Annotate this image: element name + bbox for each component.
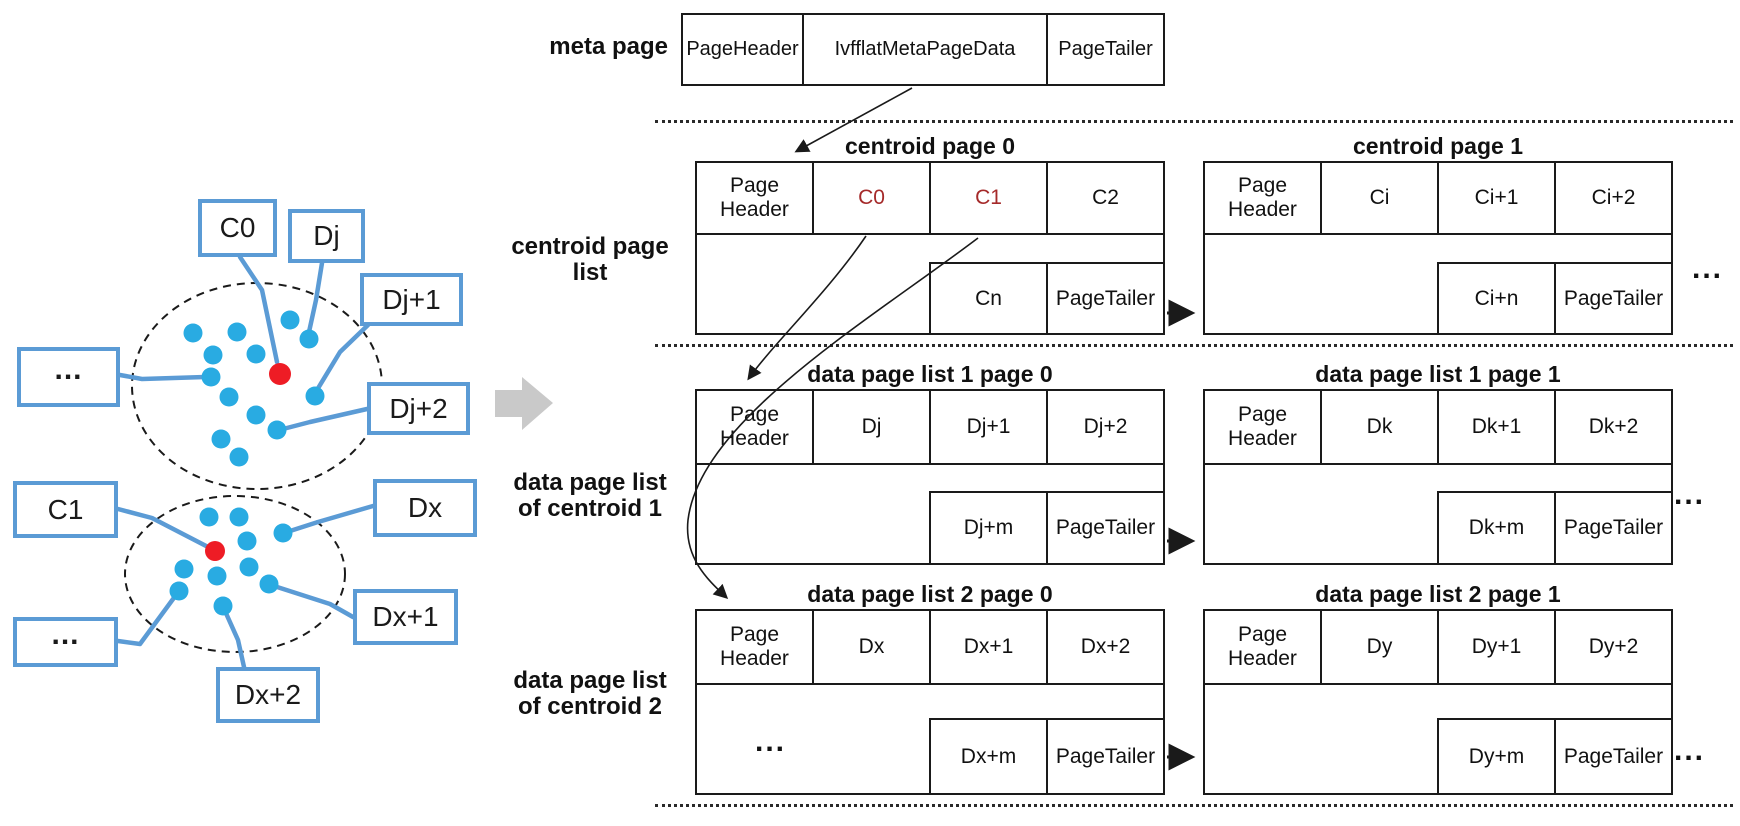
table-cell: PageTailer — [1046, 491, 1163, 563]
cluster2-point-label: Dx+1 — [372, 601, 439, 632]
cluster2-point-label-box-dx: Dx — [373, 479, 477, 537]
more-tuples-ellipsis: ... — [755, 725, 787, 758]
table-cell: Page Header — [697, 163, 814, 233]
ellipsis-label: ... — [51, 618, 80, 651]
cluster2-point-label-box-dx2: Dx+2 — [216, 667, 320, 723]
cluster-1-centroid-point — [269, 363, 291, 385]
row-label-line: data page list — [513, 667, 667, 694]
cluster1-point-label: Dj+1 — [382, 283, 441, 315]
data-page-list-2-page-0: data page list 2 page 0 Page Header Dx D… — [695, 582, 1165, 795]
cluster1-point-label-box-dj: Dj — [288, 209, 365, 263]
table-cell: Dk — [1322, 391, 1439, 463]
cluster1-point-label: Dj+2 — [389, 392, 448, 424]
cluster1-centroid-label-box: C0 — [198, 199, 277, 257]
table-cell: Dk+1 — [1439, 391, 1556, 463]
cluster2-more-label-box: ... — [13, 617, 118, 667]
table-cell: Ci+n — [1437, 262, 1554, 333]
table-cell: C2 — [1092, 185, 1119, 209]
meta-cell-metapagedata: IvfflatMetaPageData — [804, 15, 1048, 84]
table-cell-highlight: C1 — [931, 163, 1048, 233]
cluster1-centroid-label: C0 — [219, 212, 256, 243]
cluster1-more-label-box: ... — [17, 347, 120, 407]
table-cell: Page Header — [1205, 391, 1322, 463]
table-cell: Dk+m — [1437, 491, 1554, 563]
table-cell: Page Header — [697, 611, 814, 683]
table-cell: Dy+2 — [1588, 634, 1639, 658]
meta-cell-pagetailer: PageTailer — [1058, 38, 1153, 60]
table-cell: PageTailer — [1554, 718, 1671, 793]
page-title: centroid page 0 — [845, 133, 1015, 159]
table-cell: PageTailer — [1554, 262, 1671, 333]
table-cell: Dj — [814, 391, 931, 463]
dotted-separator-top — [655, 120, 1733, 123]
table-cell: Ci — [1322, 163, 1439, 233]
data-page-list-1-page-1: data page list 1 page 1 Page Header Dk D… — [1203, 362, 1673, 565]
data-page-list-2-page-1: data page list 2 page 1 Page Header Dy D… — [1203, 582, 1673, 795]
cluster-2-data-points — [169, 507, 293, 616]
row-label-data-page-list-2: data page list of centroid 2 — [500, 668, 680, 720]
table-cell-highlight: C0 — [814, 163, 931, 233]
cluster-1-boundary-ellipse — [131, 282, 383, 490]
cluster1-point-label: Dj — [313, 220, 340, 251]
cluster-1-data-points — [183, 310, 325, 467]
row-label-centroid-page-list: centroid page list — [500, 234, 680, 286]
table-cell: Dj+2 — [1083, 414, 1128, 438]
table-cell: Page Header — [697, 391, 814, 463]
table-cell: Page Header — [1205, 611, 1322, 683]
row-label-line: of centroid 2 — [517, 693, 662, 720]
cluster1-point-label-box-dj2: Dj+2 — [367, 382, 470, 435]
meta-page-row-label: meta page — [549, 33, 668, 60]
row-label-line: of centroid 1 — [517, 495, 662, 522]
cluster-2-boundary-ellipse — [124, 495, 346, 653]
cluster2-centroid-label: C1 — [47, 493, 84, 525]
next-page-arrows — [1167, 299, 1196, 771]
meta-cell-pageheader: PageHeader — [683, 15, 804, 84]
dotted-separator-middle — [655, 344, 1733, 347]
cluster2-point-label-box-dx1: Dx+1 — [353, 589, 458, 645]
cluster2-point-label: Dx+2 — [234, 679, 302, 710]
table-cell: PageTailer — [1046, 262, 1163, 333]
table-cell: Dy+m — [1437, 718, 1554, 793]
table-cell: Ci+2 — [1591, 185, 1636, 209]
table-cell: PageTailer — [1046, 718, 1163, 793]
cluster-2-centroid-point — [205, 541, 225, 561]
table-cell: Dx+1 — [931, 611, 1048, 683]
table-cell: Dk+2 — [1588, 414, 1639, 438]
cluster2-centroid-label-box: C1 — [13, 481, 118, 538]
table-cell: Cn — [929, 262, 1046, 333]
table-cell: Dy+1 — [1439, 611, 1556, 683]
row-label-line: data page list — [513, 469, 667, 496]
page-title: data page list 1 page 0 — [807, 361, 1053, 387]
dotted-separator-bottom — [655, 804, 1733, 807]
more-pages-ellipsis: ... — [1674, 734, 1706, 767]
centroid-page-1: centroid page 1 Page Header Ci Ci+1 Ci+2… — [1203, 134, 1673, 335]
table-cell: Dx+2 — [1080, 634, 1131, 658]
table-cell: Ci+1 — [1439, 163, 1556, 233]
table-cell: Dy — [1322, 611, 1439, 683]
row-label-data-page-list-1: data page list of centroid 1 — [500, 470, 680, 522]
transform-arrow-icon — [495, 377, 553, 430]
table-cell: Page Header — [1205, 163, 1322, 233]
row-label-line: list — [572, 259, 608, 286]
cluster2-point-label: Dx — [407, 492, 443, 523]
ellipsis-label: ... — [54, 353, 83, 386]
table-cell: Dx — [814, 611, 931, 683]
page-title: data page list 1 page 1 — [1315, 361, 1561, 387]
table-cell: Dx+m — [929, 718, 1046, 793]
table-cell: Dj+1 — [931, 391, 1048, 463]
data-page-list-1-page-0: data page list 1 page 0 Page Header Dj D… — [695, 362, 1165, 565]
meta-page-table: PageHeader IvfflatMetaPageData PageTaile… — [681, 13, 1165, 86]
table-cell: Dj+m — [929, 491, 1046, 563]
page-title: centroid page 1 — [1353, 133, 1523, 159]
cluster1-point-label-box-dj1: Dj+1 — [360, 273, 463, 326]
label-connector-lines — [115, 254, 376, 670]
row-label-line: centroid page — [511, 233, 669, 260]
page-title: data page list 2 page 1 — [1315, 581, 1561, 607]
more-pages-ellipsis: ... — [1674, 478, 1706, 511]
centroid-page-0: centroid page 0 Page Header C0 C1 C2 Cn … — [695, 134, 1165, 335]
more-pages-ellipsis: ... — [1692, 252, 1724, 285]
page-title: data page list 2 page 0 — [807, 581, 1053, 607]
table-cell: PageTailer — [1554, 491, 1671, 563]
